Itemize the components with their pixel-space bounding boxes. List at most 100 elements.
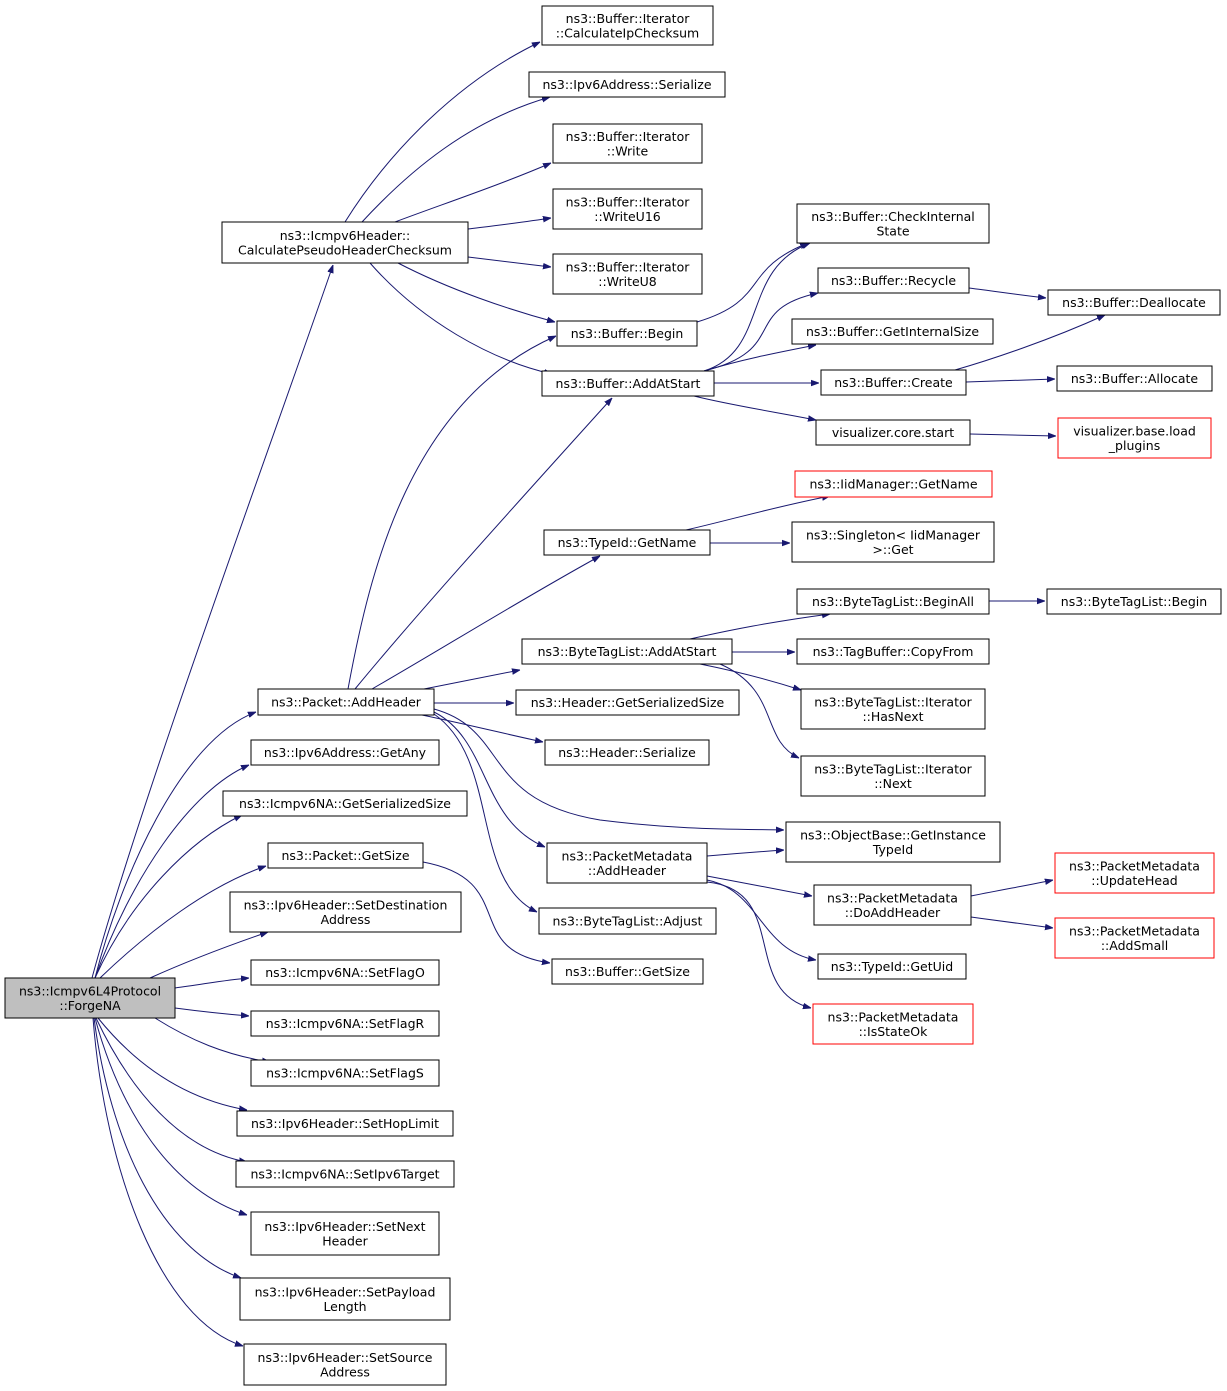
node-bufgetsize[interactable]: ns3::Buffer::GetSize bbox=[551, 958, 704, 985]
edge-recycle-to-dealloc bbox=[968, 287, 1046, 298]
node-setipv6target[interactable]: ns3::Icmpv6NA::SetIpv6Target bbox=[235, 1160, 455, 1188]
edge-btladdatstart-to-btlbeginall bbox=[689, 614, 830, 640]
node-isstateok[interactable]: ns3::PacketMetadata::IsStateOk bbox=[812, 1003, 974, 1045]
node-singletonget[interactable]: ns3::Singleton< IidManager>::Get bbox=[791, 521, 995, 563]
node-calcpseudo[interactable]: ns3::Icmpv6Header::CalculatePseudoHeader… bbox=[221, 221, 469, 264]
node-create[interactable]: ns3::Buffer::Create bbox=[820, 369, 967, 396]
node-label-line: ::WriteU8 bbox=[598, 274, 657, 289]
edge-forgena-to-setflagr bbox=[174, 1007, 249, 1016]
node-box bbox=[1054, 917, 1215, 959]
node-pktaddheader[interactable]: ns3::Packet::AddHeader bbox=[257, 688, 435, 716]
node-label-line: ns3::Buffer::Allocate bbox=[1071, 371, 1199, 386]
node-typeidgetname[interactable]: ns3::TypeId::GetName bbox=[543, 529, 711, 556]
node-loadplugins[interactable]: visualizer.base.load_plugins bbox=[1057, 417, 1212, 459]
node-iidgetname[interactable]: ns3::IidManager::GetName bbox=[794, 470, 993, 498]
node-recycle[interactable]: ns3::Buffer::Recycle bbox=[817, 267, 970, 294]
node-writeu16[interactable]: ns3::Buffer::Iterator::WriteU16 bbox=[552, 188, 703, 230]
node-addsmall[interactable]: ns3::PacketMetadata::AddSmall bbox=[1054, 917, 1215, 959]
node-doaddheader[interactable]: ns3::PacketMetadata::DoAddHeader bbox=[813, 884, 972, 926]
node-v6serialize[interactable]: ns3::Ipv6Address::Serialize bbox=[528, 71, 726, 98]
node-box bbox=[250, 1211, 440, 1256]
node-label-line: _plugins bbox=[1108, 438, 1160, 453]
node-pmaddheader[interactable]: ns3::PacketMetadata::AddHeader bbox=[546, 842, 708, 884]
node-label-line: ::WriteU16 bbox=[594, 209, 661, 224]
node-calcip[interactable]: ns3::Buffer::Iterator::CalculateIpChecks… bbox=[541, 5, 714, 46]
node-label-line: ns3::ByteTagList::Begin bbox=[1061, 594, 1207, 609]
node-alloc[interactable]: ns3::Buffer::Allocate bbox=[1056, 365, 1213, 392]
node-box bbox=[250, 739, 440, 766]
node-label-line: ::IsStateOk bbox=[859, 1024, 929, 1039]
node-label-line: ns3::Icmpv6NA::SetFlagS bbox=[266, 1066, 424, 1081]
node-box bbox=[239, 1277, 451, 1321]
node-label-line: ns3::Buffer::Recycle bbox=[831, 273, 956, 288]
node-dealloc[interactable]: ns3::Buffer::Deallocate bbox=[1047, 289, 1221, 316]
edge-forgena-to-setipv6target bbox=[95, 1017, 247, 1162]
edge-forgena-to-setdest bbox=[149, 931, 268, 979]
node-box bbox=[541, 5, 714, 46]
node-box bbox=[552, 188, 703, 230]
node-bufaddatstart[interactable]: ns3::Buffer::AddAtStart bbox=[541, 370, 715, 397]
node-hdrserializedsize[interactable]: ns3::Header::GetSerializedSize bbox=[515, 689, 740, 716]
node-hdrserialize[interactable]: ns3::Header::Serialize bbox=[544, 739, 710, 766]
node-box bbox=[222, 790, 468, 817]
node-box bbox=[250, 959, 440, 986]
node-getinternalsize[interactable]: ns3::Buffer::GetInternalSize bbox=[791, 318, 994, 345]
node-btlbeginall[interactable]: ns3::ByteTagList::BeginAll bbox=[796, 588, 990, 615]
node-box bbox=[235, 1160, 455, 1188]
edge-pktaddheader-to-getinsttypeid bbox=[433, 708, 784, 830]
node-label-line: ns3::ByteTagList::AddAtStart bbox=[538, 644, 717, 659]
node-updatehead[interactable]: ns3::PacketMetadata::UpdateHead bbox=[1054, 852, 1215, 894]
node-label-line: ::Write bbox=[607, 143, 649, 158]
node-btladdatstart[interactable]: ns3::ByteTagList::AddAtStart bbox=[521, 638, 733, 665]
node-nagetsersize[interactable]: ns3::Icmpv6NA::GetSerializedSize bbox=[222, 790, 468, 817]
node-setflagr[interactable]: ns3::Icmpv6NA::SetFlagR bbox=[250, 1010, 440, 1037]
node-next[interactable]: ns3::ByteTagList::Iterator::Next bbox=[800, 755, 986, 797]
node-vizstart[interactable]: visualizer.core.start bbox=[815, 419, 971, 446]
node-box bbox=[1054, 852, 1215, 894]
node-box bbox=[800, 755, 986, 797]
node-box bbox=[543, 529, 711, 556]
node-box bbox=[556, 320, 698, 347]
node-label-line: ns3::Buffer::Iterator bbox=[566, 259, 691, 274]
node-label-line: ns3::Ipv6Header::SetHopLimit bbox=[251, 1116, 439, 1131]
node-bufbegin[interactable]: ns3::Buffer::Begin bbox=[556, 320, 698, 347]
edge-pktaddheader-to-bufaddatstart bbox=[354, 398, 612, 690]
node-label-line: ns3::Icmpv6NA::SetFlagR bbox=[266, 1016, 425, 1031]
node-label-line: ns3::Header::GetSerializedSize bbox=[531, 695, 725, 710]
node-getany[interactable]: ns3::Ipv6Address::GetAny bbox=[250, 739, 440, 766]
node-pktgetsize[interactable]: ns3::Packet::GetSize bbox=[267, 842, 424, 869]
node-setflags[interactable]: ns3::Icmpv6NA::SetFlagS bbox=[250, 1059, 440, 1087]
node-label-line: ns3::ByteTagList::BeginAll bbox=[812, 594, 974, 609]
node-box bbox=[812, 1003, 974, 1045]
node-sethoplimit[interactable]: ns3::Ipv6Header::SetHopLimit bbox=[236, 1110, 454, 1137]
edge-pmaddheader-to-getinsttypeid bbox=[706, 850, 784, 857]
node-box bbox=[820, 369, 967, 396]
node-write[interactable]: ns3::Buffer::Iterator::Write bbox=[552, 123, 703, 164]
node-box bbox=[538, 907, 717, 935]
node-btlbegin[interactable]: ns3::ByteTagList::Begin bbox=[1046, 588, 1222, 615]
node-label-line: ns3::TypeId::GetName bbox=[558, 535, 697, 550]
edge-typeidgetname-to-iidgetname bbox=[685, 496, 830, 531]
node-tagcopyfrom[interactable]: ns3::TagBuffer::CopyFrom bbox=[796, 638, 990, 665]
edge-forgena-to-setflags bbox=[154, 1017, 270, 1062]
node-box bbox=[796, 203, 990, 244]
node-getuid[interactable]: ns3::TypeId::GetUid bbox=[817, 953, 967, 980]
node-label-line: ns3::Ipv6Address::GetAny bbox=[264, 745, 427, 760]
node-label-line: ns3::PacketMetadata bbox=[828, 1009, 959, 1024]
edge-forgena-to-getany bbox=[94, 765, 249, 979]
node-label-line: ns3::Buffer::Iterator bbox=[566, 11, 691, 26]
node-setflago[interactable]: ns3::Icmpv6NA::SetFlagO bbox=[250, 959, 440, 986]
node-writeu8[interactable]: ns3::Buffer::Iterator::WriteU8 bbox=[552, 253, 703, 295]
node-hasnext[interactable]: ns3::ByteTagList::Iterator::HasNext bbox=[800, 688, 986, 730]
node-box bbox=[1046, 588, 1222, 615]
node-label-line: ns3::ByteTagList::Iterator bbox=[814, 761, 972, 776]
edge-forgena-to-setnext bbox=[94, 1017, 247, 1215]
node-btladjust[interactable]: ns3::ByteTagList::Adjust bbox=[538, 907, 717, 935]
node-box bbox=[243, 1343, 447, 1386]
